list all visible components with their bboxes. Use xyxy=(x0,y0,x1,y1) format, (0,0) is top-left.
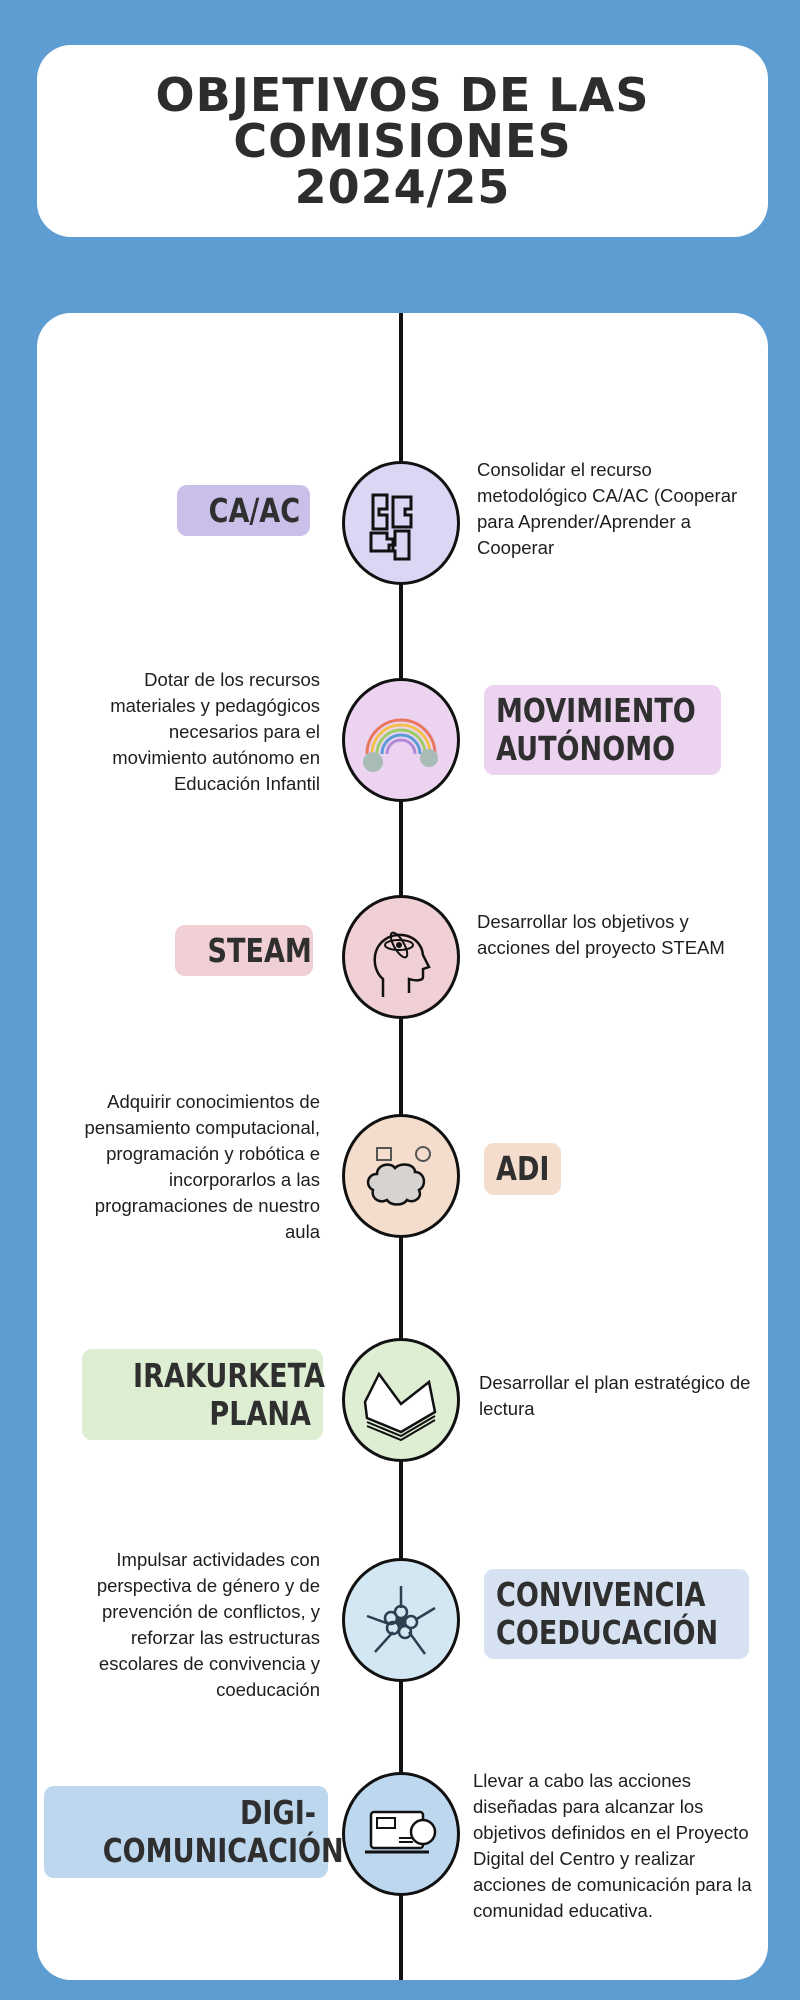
commission-objective: Desarrollar los objetivos y acciones del… xyxy=(477,911,725,958)
label-line: COEDUCACIÓN xyxy=(496,1613,719,1652)
commission-label: CA/AC xyxy=(177,485,310,536)
commission-label: ADI xyxy=(484,1143,561,1195)
title-card: OBJETIVOS DE LAS COMISIONES 2024/25 xyxy=(37,45,768,237)
label-line: CONVIVENCIA xyxy=(496,1575,706,1614)
commission-objective: Dotar de los recursos materiales y pedag… xyxy=(110,669,320,794)
label-line: MOVIMIENTO xyxy=(496,691,696,730)
label-line: DIGI- xyxy=(239,1793,316,1832)
label-line: IRAKURKETA xyxy=(133,1355,325,1395)
circle-head-atom-icon xyxy=(342,895,460,1019)
label-line: CA/AC xyxy=(208,490,301,530)
page-title: OBJETIVOS DE LAS COMISIONES 2024/25 xyxy=(156,72,650,210)
brain-robot-icon xyxy=(366,1146,431,1206)
laptop-chat-icon xyxy=(365,1810,437,1854)
circle-rainbow-icon xyxy=(342,678,460,802)
commission-label: DIGI-COMUNICACIÓN xyxy=(44,1786,344,1878)
title-line: 2024/25 xyxy=(294,160,511,214)
circle-joined-hands-icon xyxy=(342,1558,460,1682)
label-line: AUTÓNOMO xyxy=(496,729,676,768)
circle-brain-robot-icon xyxy=(342,1114,460,1238)
circle-laptop-chat-icon xyxy=(342,1772,460,1896)
open-book-icon xyxy=(363,1371,437,1442)
circle-open-book-icon xyxy=(342,1338,460,1462)
commission-objective: Consolidar el recurso metodológico CA/AC… xyxy=(477,459,738,558)
rainbow-icon xyxy=(363,718,438,772)
commission-objective: Desarrollar el plan estratégico de lectu… xyxy=(479,1372,751,1419)
commission-objective: Llevar a cabo las acciones diseñadas par… xyxy=(473,1770,752,1921)
commission-objective: Adquirir conocimientos de pensamiento co… xyxy=(84,1091,320,1242)
label-line: PLANA xyxy=(209,1393,311,1433)
head-atom-icon xyxy=(373,931,431,997)
puzzle-hands-icon xyxy=(369,493,413,561)
label-line: STEAM xyxy=(207,930,312,970)
commission-label: STEAM xyxy=(175,925,313,976)
circle-puzzle-hands-icon xyxy=(342,461,460,585)
label-line: ADI xyxy=(496,1149,550,1188)
title-line: COMISIONES xyxy=(233,114,572,168)
label-line: COMUNICACIÓN xyxy=(102,1831,344,1870)
title-line: OBJETIVOS DE LAS xyxy=(155,68,650,122)
joined-hands-icon xyxy=(366,1586,436,1655)
commission-objective: Impulsar actividades con perspectiva de … xyxy=(96,1549,320,1700)
